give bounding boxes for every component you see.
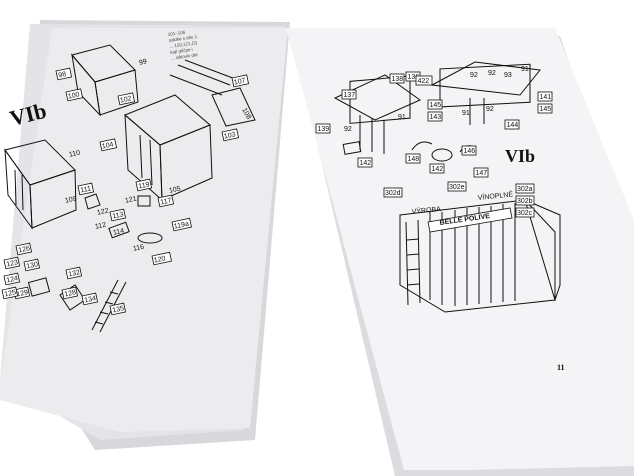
svg-text:92: 92 [488, 70, 496, 77]
svg-text:302e: 302e [449, 184, 465, 191]
svg-text:119: 119 [138, 181, 150, 190]
svg-text:302a: 302a [517, 186, 533, 193]
svg-text:144: 144 [507, 122, 519, 129]
svg-text:129: 129 [16, 289, 29, 298]
svg-text:108: 108 [240, 107, 252, 121]
svg-text:148: 148 [408, 156, 420, 163]
left-part-labels: 98 99 100 102 103 104 105 107 108 109 11… [1, 58, 252, 316]
left-header-text: 101–106 nakike s dílu 1 ... 120,121,(2) … [167, 30, 199, 61]
svg-text:302d: 302d [385, 190, 401, 197]
svg-text:143: 143 [430, 114, 442, 121]
svg-text:114: 114 [112, 228, 124, 237]
svg-text:111: 111 [80, 185, 92, 194]
svg-text:107: 107 [233, 77, 246, 86]
svg-text:122: 122 [96, 208, 109, 217]
svg-text:92: 92 [486, 106, 494, 113]
svg-text:124: 124 [6, 275, 19, 284]
svg-text:137: 137 [344, 92, 356, 99]
svg-text:92: 92 [470, 72, 478, 79]
svg-text:141: 141 [540, 94, 552, 101]
svg-text:116: 116 [132, 244, 144, 253]
right-page [286, 28, 634, 470]
svg-text:91: 91 [462, 110, 470, 117]
svg-text:91: 91 [521, 66, 529, 73]
svg-text:145: 145 [430, 102, 442, 109]
svg-text:121: 121 [124, 196, 137, 205]
svg-text:138: 138 [392, 76, 404, 83]
svg-text:98: 98 [58, 71, 67, 79]
header-line-5: ... dětovlv det [171, 52, 199, 61]
svg-text:112: 112 [94, 222, 106, 231]
svg-text:99: 99 [138, 58, 147, 66]
svg-text:110: 110 [68, 150, 80, 159]
right-section-label: VIb [505, 146, 535, 166]
svg-text:126: 126 [18, 245, 31, 254]
svg-text:147: 147 [476, 170, 488, 177]
svg-text:128: 128 [64, 289, 77, 298]
svg-text:100: 100 [67, 91, 80, 100]
header-line-1: 101–106 [167, 30, 186, 37]
header-line-3: ... 120,121,(2) [169, 40, 198, 49]
header-line-4: kají gtičpe i [170, 47, 193, 55]
svg-text:145: 145 [540, 106, 552, 113]
svg-text:302c: 302c [517, 210, 533, 217]
left-page [0, 28, 288, 432]
header-line-2: nakike s dílu 1 [168, 34, 198, 43]
svg-text:113: 113 [112, 211, 124, 220]
svg-text:91: 91 [398, 114, 406, 121]
svg-text:302b: 302b [517, 198, 533, 205]
svg-text:142: 142 [360, 160, 372, 167]
svg-text:92: 92 [344, 126, 352, 133]
svg-text:146: 146 [464, 148, 476, 155]
svg-text:142: 142 [432, 166, 444, 173]
svg-text:132: 132 [68, 269, 81, 278]
left-drawings [4, 44, 256, 333]
svg-text:422: 422 [418, 78, 430, 85]
svg-text:117: 117 [160, 197, 172, 206]
svg-text:125: 125 [4, 289, 17, 298]
svg-text:93: 93 [504, 72, 512, 79]
svg-text:130: 130 [26, 261, 39, 270]
svg-text:136: 136 [408, 74, 420, 81]
svg-text:139: 139 [318, 126, 330, 133]
svg-text:109: 109 [64, 196, 77, 205]
svg-text:103: 103 [223, 131, 236, 140]
svg-text:135: 135 [112, 305, 125, 314]
right-drawings [333, 61, 561, 313]
right-part-labels: 137 138 136 422 92 92 93 91 91 139 92 14… [315, 66, 553, 218]
svg-text:105: 105 [168, 186, 181, 195]
svg-text:104: 104 [101, 141, 114, 150]
page-number: 11 [557, 363, 565, 372]
svg-text:123: 123 [6, 259, 19, 268]
svg-text:120: 120 [153, 255, 166, 264]
svg-text:134: 134 [84, 295, 97, 304]
svg-text:102: 102 [119, 95, 132, 104]
svg-text:119a: 119a [173, 221, 189, 231]
